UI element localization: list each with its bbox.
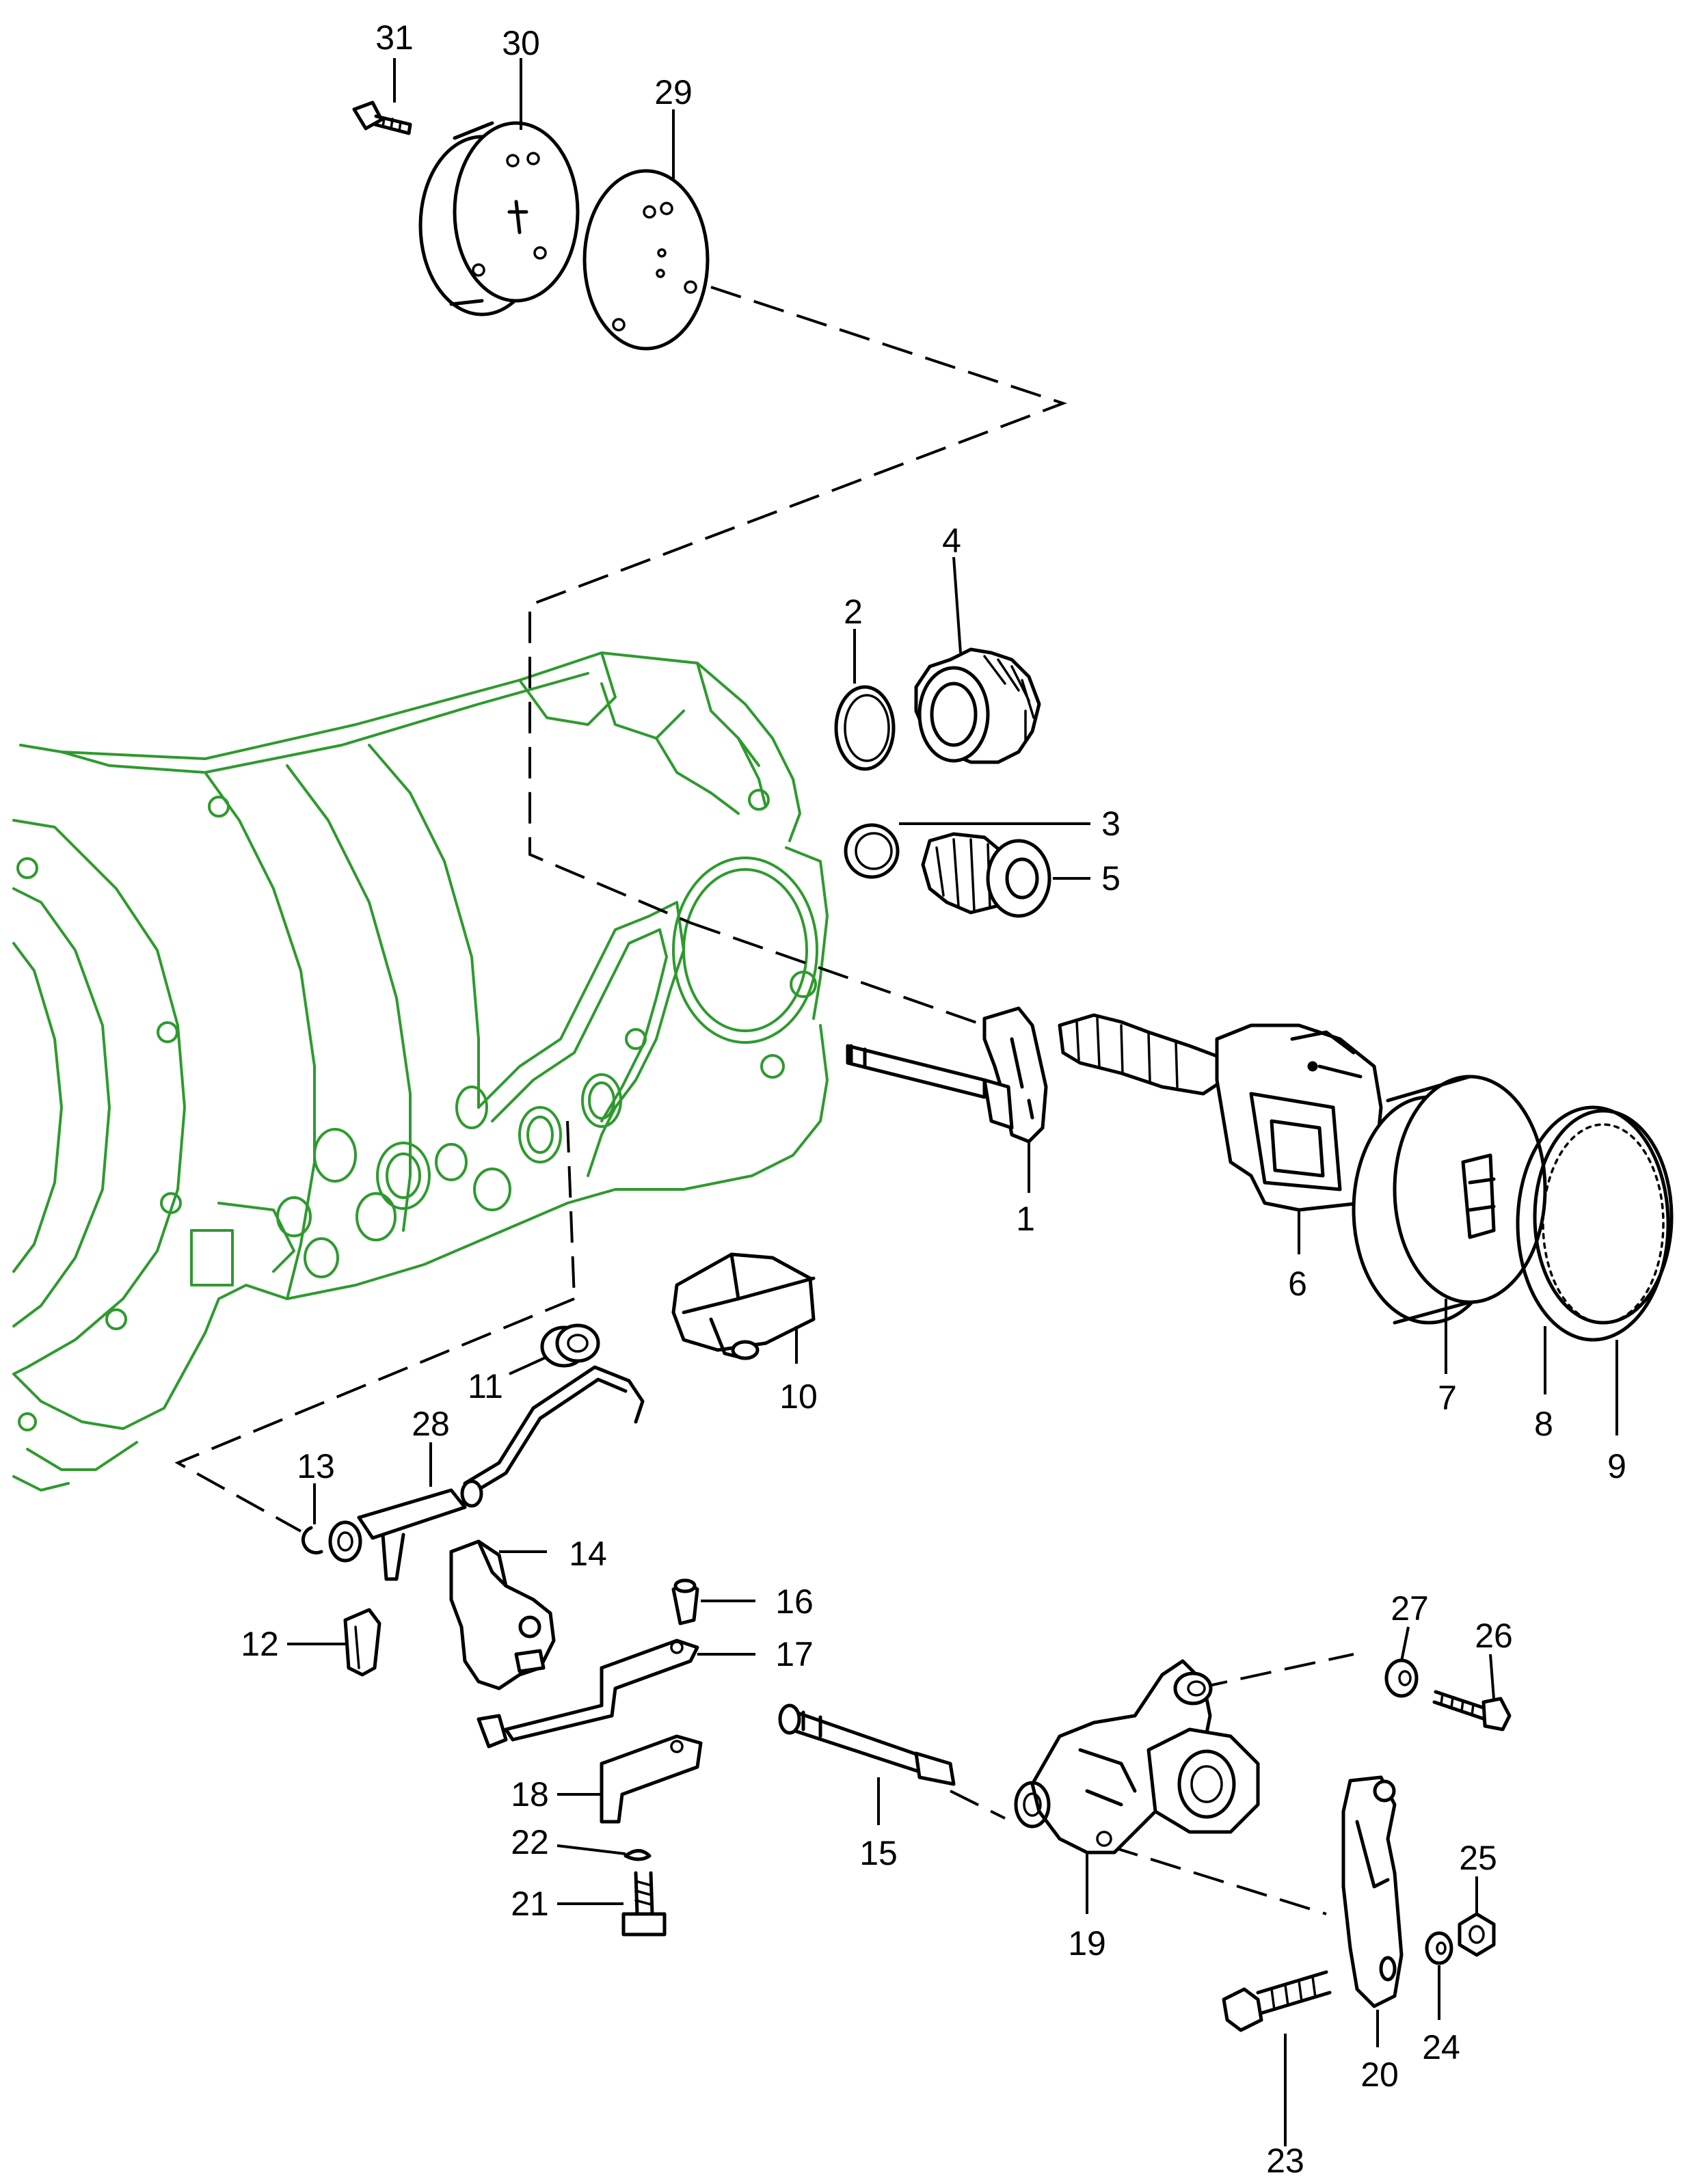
part-15-pin-shaft	[778, 1703, 956, 1786]
callout-23: 23	[1266, 2142, 1304, 2180]
callout-12: 12	[241, 1625, 279, 1663]
callout-11: 11	[468, 1367, 503, 1405]
part-21-bolt	[621, 1871, 667, 1937]
callout-31: 31	[375, 18, 414, 57]
part-22-washer	[623, 1849, 652, 1861]
part-19-lever-housing	[1014, 1659, 1260, 1855]
part-29-gasket	[582, 169, 710, 351]
callout-17: 17	[775, 1635, 814, 1673]
callout-20: 20	[1360, 2055, 1399, 2094]
callout-19: 19	[1068, 1924, 1106, 1963]
part-24-washer	[1425, 1931, 1453, 1965]
part-27-washer	[1384, 1658, 1419, 1698]
part-11-bushing	[540, 1323, 600, 1368]
part-13-clip	[301, 1526, 323, 1555]
callout-15: 15	[859, 1834, 898, 1872]
part-26-bolt	[1432, 1690, 1512, 1731]
callout-25: 25	[1459, 1839, 1497, 1877]
callout-13: 13	[297, 1447, 335, 1485]
part-6-governor	[1058, 1013, 1383, 1212]
part-8-9-bands	[1516, 1105, 1674, 1342]
callout-16: 16	[775, 1582, 814, 1621]
transmission-housing	[12, 651, 829, 1492]
callout-29: 29	[654, 73, 693, 111]
callout-28: 28	[412, 1405, 450, 1443]
part-25-nut	[1458, 1912, 1496, 1957]
assembly-lines	[174, 286, 1354, 1915]
part-16-pin	[671, 1578, 699, 1626]
callout-9: 9	[1607, 1447, 1626, 1485]
callout-8: 8	[1534, 1405, 1553, 1443]
part-2-snap-ring	[834, 685, 896, 771]
part-10-bracket	[671, 1252, 816, 1360]
part-5-pinion-gear	[921, 832, 1051, 918]
part-18-bracket	[600, 1734, 703, 1824]
part-12-clip	[343, 1608, 381, 1677]
callout-5: 5	[1101, 859, 1121, 898]
callout-6: 6	[1288, 1265, 1307, 1303]
part-30-cover	[418, 121, 580, 316]
callout-26: 26	[1475, 1617, 1513, 1655]
part-31-bolt	[352, 100, 412, 135]
part-28-shift-rod	[328, 1365, 645, 1581]
callout-21: 21	[511, 1885, 549, 1923]
part-14-lever	[449, 1539, 556, 1690]
part-1-shift-shaft	[846, 1006, 1048, 1144]
part-3-snap-ring	[844, 823, 900, 879]
part-4-helical-gear	[914, 647, 1041, 764]
part-17-link	[477, 1639, 699, 1749]
callout-4: 4	[942, 522, 961, 560]
callout-10: 10	[779, 1377, 818, 1416]
callout-7: 7	[1438, 1379, 1457, 1417]
callout-3: 3	[1101, 805, 1121, 843]
callout-1: 1	[1016, 1200, 1035, 1238]
callout-18: 18	[511, 1775, 549, 1814]
leader-lines	[287, 58, 1618, 2146]
callout-14: 14	[569, 1535, 607, 1573]
part-20-plate	[1341, 1775, 1404, 2008]
part-7-drum	[1352, 1075, 1547, 1325]
callout-24: 24	[1422, 2028, 1460, 2066]
callout-22: 22	[511, 1823, 549, 1861]
part-23-bolt	[1222, 1970, 1332, 2032]
callouts: 31 30 29 4 2 3 5 1 6 7 8 9 10 11 28 13 1…	[241, 18, 1626, 2180]
callout-2: 2	[844, 593, 863, 631]
callout-30: 30	[502, 24, 540, 62]
callout-27: 27	[1391, 1589, 1429, 1628]
